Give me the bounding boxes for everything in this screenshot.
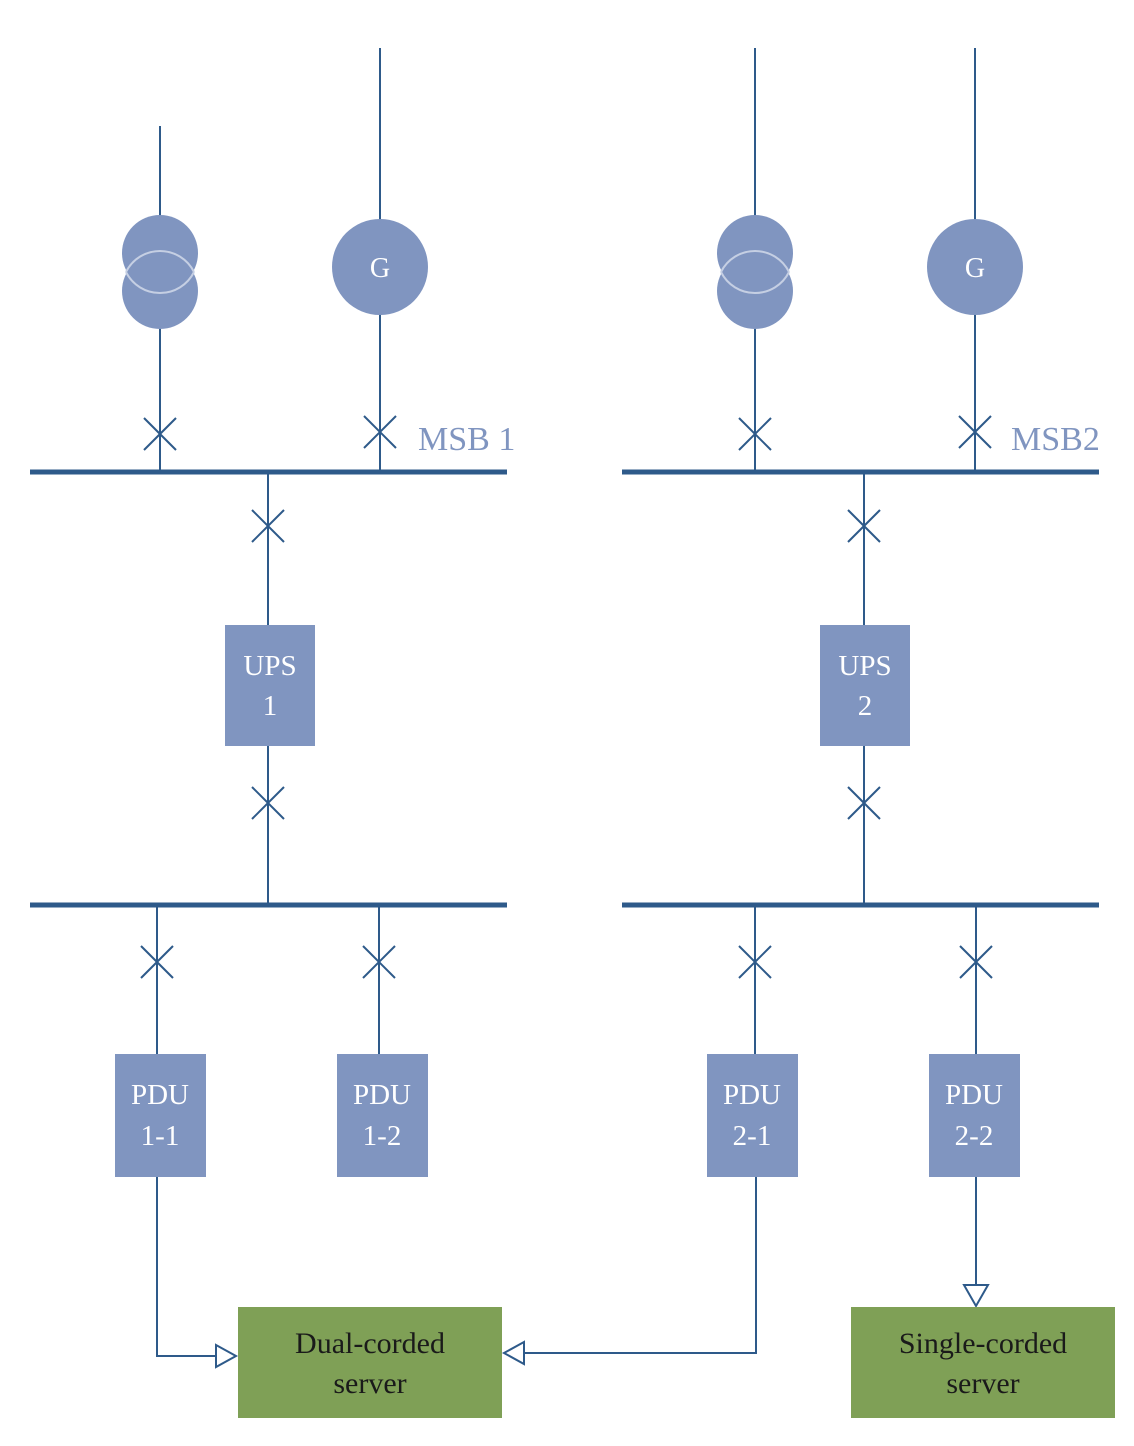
generator-icon: G [927, 219, 1023, 315]
dual-corded-server-label-line-1: Dual-corded [295, 1327, 445, 1360]
breaker-icon [847, 509, 881, 543]
generator-label: G [965, 253, 985, 284]
pdu-2-2-label-line-2: 2-2 [955, 1120, 994, 1152]
cord-pdu-1-1 [156, 1177, 216, 1357]
side-1: G MSB 1 UPS 1 PDU 1-1 [30, 48, 515, 1177]
arrowhead-icon [501, 1340, 525, 1366]
breaker-icon [362, 945, 396, 979]
transformer-icon [717, 215, 793, 329]
cord-pdu-2-1 [524, 1177, 757, 1354]
generator-label: G [370, 253, 390, 284]
pdu-2-2: PDU 2-2 [929, 1054, 1020, 1177]
msb-2-label: MSB2 [1011, 421, 1100, 458]
pdu-1-1-label-line-2: 1-1 [141, 1120, 180, 1152]
dual-corded-server-label-line-2: server [333, 1367, 406, 1400]
arrowhead-icon [962, 1284, 990, 1309]
pdu-1-2: PDU 1-2 [337, 1054, 428, 1177]
server-connections [156, 1177, 990, 1369]
single-corded-server-label-line-1: Single-corded [899, 1327, 1067, 1360]
pdu-1-1-label-line-1: PDU [131, 1079, 189, 1111]
breaker-icon [738, 417, 772, 451]
ups-2: UPS 2 [820, 625, 910, 746]
arrowhead-icon [215, 1343, 239, 1369]
breaker-icon [363, 415, 397, 449]
pdu-2-1-label-line-1: PDU [723, 1079, 781, 1111]
single-corded-server: Single-corded server [851, 1307, 1115, 1418]
side-2: G MSB2 UPS 2 PDU 2-1 PDU 2-2 [622, 48, 1100, 1177]
ups-2-label-line-1: UPS [838, 650, 891, 682]
breaker-icon [847, 786, 881, 820]
breaker-icon [251, 509, 285, 543]
pdu-1-2-label-line-2: 1-2 [363, 1120, 402, 1152]
breaker-icon [140, 945, 174, 979]
ups-1-label-line-1: UPS [243, 650, 296, 682]
ups-2-label-line-2: 2 [858, 690, 873, 722]
breaker-icon [143, 417, 177, 451]
breaker-icon [738, 945, 772, 979]
pdu-2-1-label-line-2: 2-1 [733, 1120, 772, 1152]
breaker-icon [959, 945, 993, 979]
pdu-1-2-label-line-1: PDU [353, 1079, 411, 1111]
pdu-2-1: PDU 2-1 [707, 1054, 798, 1177]
transformer-icon [122, 215, 198, 329]
dual-corded-server: Dual-corded server [238, 1307, 502, 1418]
ups-1: UPS 1 [225, 625, 315, 746]
ups-1-label-line-2: 1 [263, 690, 278, 722]
pdu-1-1: PDU 1-1 [115, 1054, 206, 1177]
breaker-icon [251, 786, 285, 820]
generator-icon: G [332, 219, 428, 315]
pdu-2-2-label-line-1: PDU [945, 1079, 1003, 1111]
msb-1-label: MSB 1 [418, 421, 515, 458]
single-corded-server-label-line-2: server [946, 1367, 1019, 1400]
breaker-icon [958, 415, 992, 449]
